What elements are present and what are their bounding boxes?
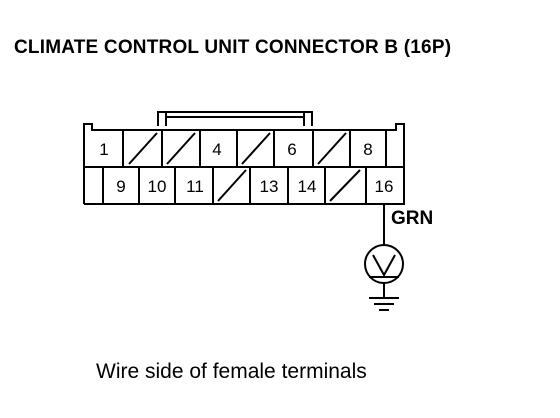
pin-1-label: 1 <box>99 140 108 159</box>
caption: Wire side of female terminals <box>96 360 367 383</box>
pin-14-label: 14 <box>298 177 317 196</box>
voltmeter-icon <box>364 244 404 284</box>
pin-13-label: 13 <box>260 177 279 196</box>
pin-16-label: 16 <box>375 177 394 196</box>
pin-9-label: 9 <box>116 177 125 196</box>
wire-color-label: GRN <box>391 208 433 229</box>
pin-6-label: 6 <box>287 140 296 159</box>
diagram-title: CLIMATE CONTROL UNIT CONNECTOR B (16P) <box>14 37 451 58</box>
pin-8-label: 8 <box>363 140 372 159</box>
pin-11-label: 11 <box>186 177 204 196</box>
ground-icon <box>369 283 399 311</box>
connector-body <box>83 111 405 205</box>
pin-4-label: 4 <box>212 140 221 159</box>
pin-10-label: 10 <box>148 177 167 196</box>
